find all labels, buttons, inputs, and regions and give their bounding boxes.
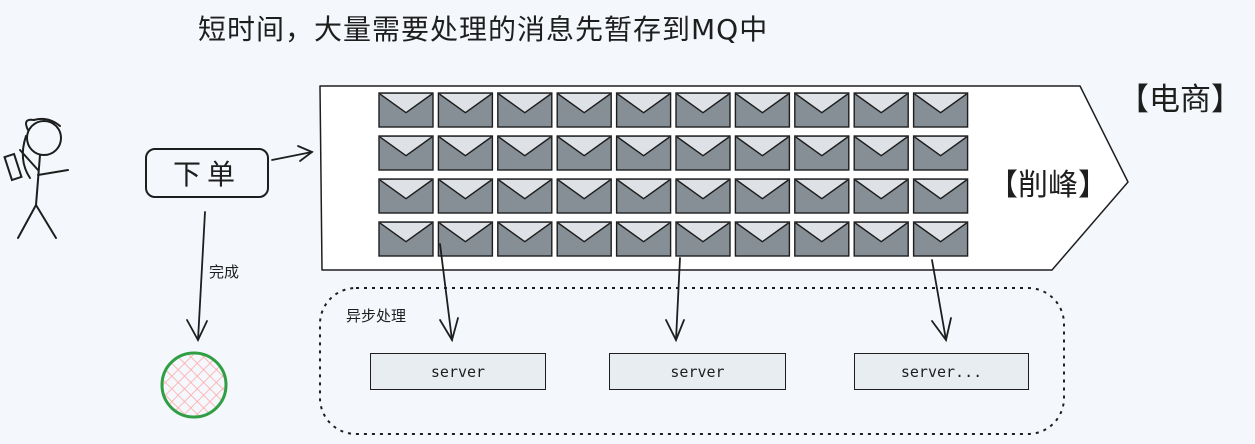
message-envelope-icon [615, 221, 672, 257]
message-envelope-icon [497, 178, 553, 214]
diagram-title: 短时间，大量需要处理的消息先暂存到MQ中 [198, 13, 769, 46]
message-envelope-icon [437, 135, 494, 171]
message-envelope-icon [497, 135, 553, 171]
message-envelope-icon [378, 221, 434, 257]
ecommerce-tag: 【电商】 [1118, 82, 1242, 118]
message-envelope-icon [556, 221, 612, 257]
server-node: server [609, 353, 786, 390]
message-envelope-icon [734, 135, 791, 171]
message-envelope-icon [912, 221, 969, 257]
message-envelope-icon [675, 92, 731, 128]
message-envelope-icon [794, 135, 850, 171]
async-region [319, 287, 1065, 435]
message-envelope-icon [437, 92, 494, 128]
message-envelope-icon [734, 221, 791, 257]
server-node: server... [854, 353, 1029, 390]
message-envelope-icon [556, 135, 612, 171]
message-envelope-icon [853, 221, 909, 257]
message-envelope-icon [497, 221, 553, 257]
message-envelope-icon [556, 92, 612, 128]
done-circle [160, 351, 228, 419]
message-envelope-icon [912, 178, 969, 214]
message-envelope-icon [734, 92, 791, 128]
message-envelope-icon [675, 178, 731, 214]
async-label: 异步处理 [346, 307, 407, 325]
message-envelope-icon [794, 178, 850, 214]
message-envelope-icon [615, 178, 672, 214]
message-envelope-icon [378, 178, 434, 214]
message-envelope-icon [734, 178, 791, 214]
message-envelope-icon [912, 92, 969, 128]
message-envelope-icon [912, 135, 969, 171]
message-envelope-icon [794, 92, 850, 128]
arrows-queue-to-servers [439, 243, 952, 343]
message-envelope-icon [675, 221, 731, 257]
message-envelope-icon [853, 135, 909, 171]
complete-label: 完成 [209, 263, 240, 281]
order-node: 下单 [145, 148, 269, 198]
message-envelope-icon [853, 92, 909, 128]
message-grid [378, 92, 969, 257]
message-envelope-icon [615, 92, 672, 128]
server-node: server [370, 353, 546, 390]
peak-shaving-tag: 【削峰】 [988, 168, 1108, 203]
message-envelope-icon [853, 178, 909, 214]
arrow-order-to-done [186, 211, 208, 342]
user-stick-figure-icon [3, 117, 69, 239]
message-envelope-icon [378, 135, 434, 171]
message-envelope-icon [556, 178, 612, 214]
message-envelope-icon [497, 92, 553, 128]
arrow-order-to-queue [271, 145, 314, 162]
message-envelope-icon [794, 221, 850, 257]
message-envelope-icon [615, 135, 672, 171]
message-envelope-icon [378, 92, 434, 128]
message-envelope-icon [437, 178, 494, 214]
message-envelope-icon [437, 221, 494, 257]
message-envelope-icon [675, 135, 731, 171]
